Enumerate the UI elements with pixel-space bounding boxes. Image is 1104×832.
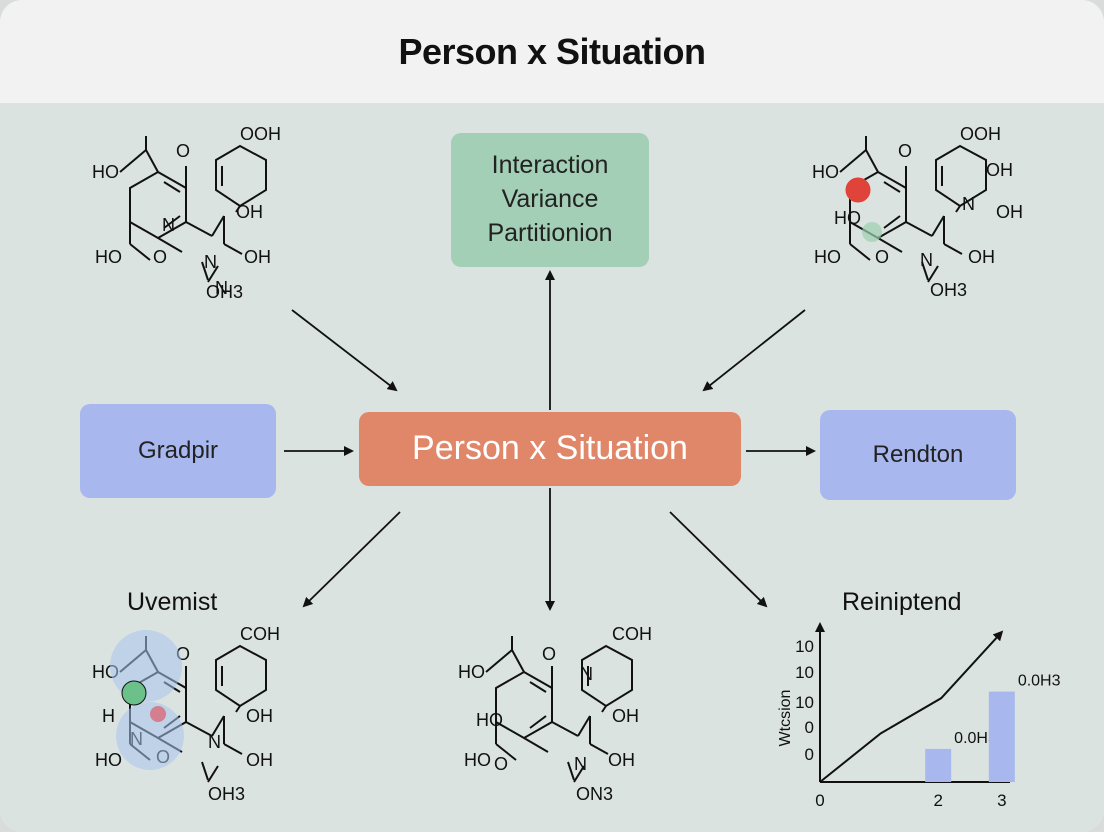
atom-label: O xyxy=(898,141,912,161)
atom-label: OH xyxy=(246,706,273,726)
atom-label: OOH xyxy=(960,124,1001,144)
atom-label: OH xyxy=(236,202,263,222)
bar-0 xyxy=(925,748,952,782)
x-tick-label: 3 xyxy=(997,791,1006,810)
atom-label: O xyxy=(542,644,556,664)
atom-label: OH xyxy=(244,247,271,267)
green-marker xyxy=(862,222,882,242)
arrow-topleft-to-center xyxy=(291,309,398,392)
atom-label: OH xyxy=(996,202,1023,222)
blue-highlight xyxy=(116,702,184,770)
atom-label: HO xyxy=(814,247,841,267)
atom-label: OH xyxy=(986,160,1013,180)
rendton-node: Rendton xyxy=(820,410,1016,500)
gradpir-label: Gradpir xyxy=(137,436,219,464)
atom-label: HO xyxy=(458,662,485,682)
trend-line xyxy=(819,630,1004,783)
atom-label: N xyxy=(574,754,587,774)
atom-label: O xyxy=(494,754,508,774)
page-title: Person x Situation xyxy=(398,30,706,72)
atom-label: OOH xyxy=(240,124,281,144)
arrow-center-to-bottomright xyxy=(669,511,768,608)
atom-label: O xyxy=(875,247,889,267)
y-tick-label: 0 xyxy=(805,745,814,764)
atom-label: N xyxy=(920,250,933,270)
y-tick-label: 10 xyxy=(795,663,814,682)
red-marker xyxy=(845,177,871,203)
atom-label: HO xyxy=(834,208,861,228)
green-marker xyxy=(121,680,147,706)
atom-label: OH3 xyxy=(206,282,243,302)
reiniptend-label: Reiniptend xyxy=(842,588,962,616)
atom-label: O xyxy=(153,247,167,267)
atom-label: OH3 xyxy=(208,784,245,804)
atom-label: N xyxy=(208,732,221,752)
atom-label: HO xyxy=(464,750,491,770)
atom-label: OH xyxy=(612,706,639,726)
arrow-center-to-bottomleft xyxy=(302,511,401,608)
atom-label: HO xyxy=(92,162,119,182)
x-tick-label: 0 xyxy=(815,791,824,810)
interaction-variance-label: Interaction Variance Partitionion xyxy=(487,151,613,247)
atom-label: N xyxy=(162,215,175,235)
bar-label: 0.0H3 xyxy=(954,730,997,747)
arrow-topright-to-center xyxy=(702,309,806,392)
y-tick-label: 0 xyxy=(805,718,814,737)
y-tick-label: 10 xyxy=(795,637,814,656)
atom-label: N xyxy=(962,194,975,214)
atom-label: N xyxy=(580,664,593,684)
atom-label: OH xyxy=(608,750,635,770)
atom-label: HO xyxy=(95,750,122,770)
rendton-label: Rendton xyxy=(872,440,964,468)
bar-1 xyxy=(988,691,1015,782)
gradpir-node: Gradpir xyxy=(80,404,276,498)
bar-label: 0.0H3 xyxy=(1018,673,1061,690)
atom-label: ON3 xyxy=(576,784,613,804)
header: Person x Situation xyxy=(0,0,1104,103)
atom-label: N xyxy=(215,278,228,298)
person-situation-label: Person x Situation xyxy=(412,429,688,468)
atom-label: COH xyxy=(240,624,280,644)
atom-label: OH xyxy=(246,750,273,770)
red-marker xyxy=(150,706,166,722)
atom-label: H xyxy=(102,706,115,726)
person-situation-node: Person x Situation xyxy=(359,412,741,486)
uvemist-label: Uvemist xyxy=(127,588,218,616)
atom-label: OH xyxy=(968,247,995,267)
atom-label: HO xyxy=(812,162,839,182)
atom-label: OH3 xyxy=(930,280,967,300)
y-tick-label: 10 xyxy=(795,693,814,712)
y-axis-label: Wtcsion xyxy=(777,690,794,747)
atom-label: N xyxy=(204,252,217,272)
interaction-variance-node: Interaction Variance Partitionion xyxy=(451,133,649,267)
highlight-markers xyxy=(110,177,882,770)
x-tick-label: 2 xyxy=(933,791,942,810)
atom-label: HO xyxy=(95,247,122,267)
atom-label: O xyxy=(176,141,190,161)
atom-label: HO xyxy=(476,710,503,730)
atom-label: COH xyxy=(612,624,652,644)
